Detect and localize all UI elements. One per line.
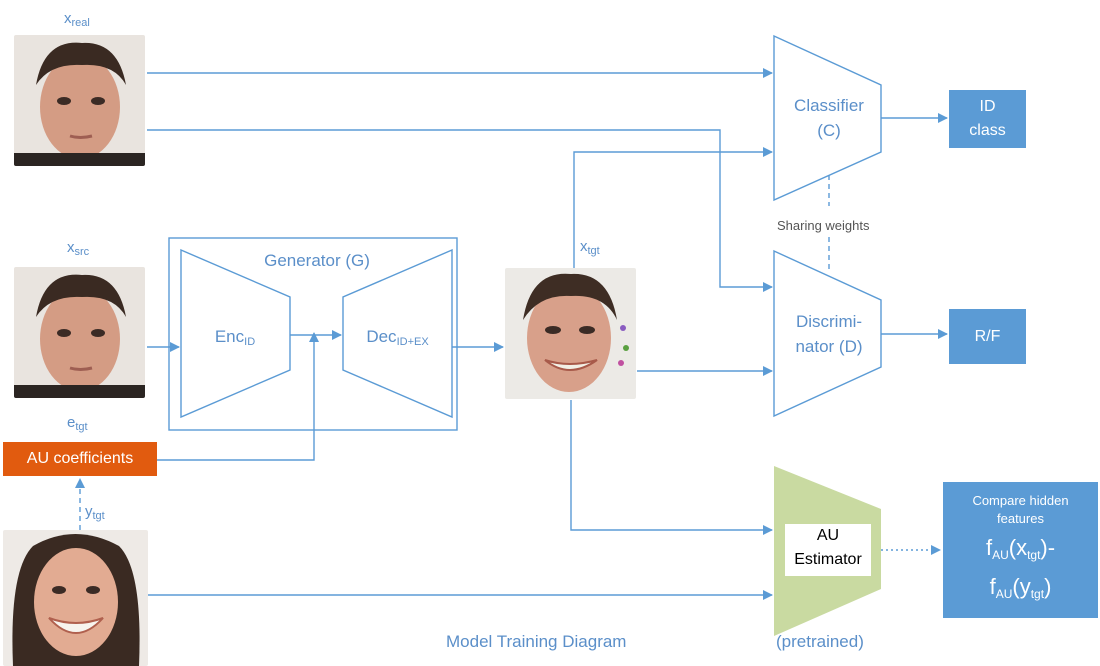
- label-x-tgt: xtgt: [580, 238, 600, 257]
- label-x-src: xsrc: [67, 239, 90, 258]
- face-photo-target: [3, 530, 148, 666]
- compare-expression-line2: fAU(ytgt): [989, 574, 1052, 601]
- compare-title-line2: features: [997, 511, 1044, 526]
- encoder-label: EncID: [214, 327, 256, 348]
- classifier-label: Classifier(C): [794, 96, 864, 140]
- decoder-label: DecID+EX: [366, 327, 429, 348]
- decoder-shape: [342, 248, 453, 419]
- au-coefficients-box: AU coefficients: [3, 442, 157, 476]
- compare-expression-line1: fAU(xtgt)-: [985, 535, 1056, 562]
- diagram-caption: Model Training Diagram: [446, 632, 627, 651]
- face-photo-real: [14, 35, 145, 166]
- discriminator-shape: [773, 249, 882, 418]
- face-photo-generated: [505, 268, 636, 399]
- discriminator-label: Discrimi-nator (D): [795, 312, 863, 356]
- generator-title: Generator (G): [264, 251, 370, 270]
- face-photo-src: [14, 267, 145, 398]
- sharing-weights-label: Sharing weights: [777, 218, 870, 233]
- encoder-shape: [180, 248, 291, 419]
- label-e-tgt: etgt: [67, 414, 88, 433]
- generator-frame: [168, 237, 458, 431]
- label-y-tgt: ytgt: [85, 503, 105, 522]
- label-x-real: xreal: [64, 10, 90, 29]
- compare-title-line1: Compare hidden: [972, 493, 1069, 508]
- compare-features-box: Compare hidden features fAU(xtgt)- fAU(y…: [943, 482, 1098, 618]
- rf-box: R/F: [949, 309, 1026, 364]
- classifier-shape: [773, 34, 882, 202]
- pretrained-note: (pretrained): [776, 632, 864, 651]
